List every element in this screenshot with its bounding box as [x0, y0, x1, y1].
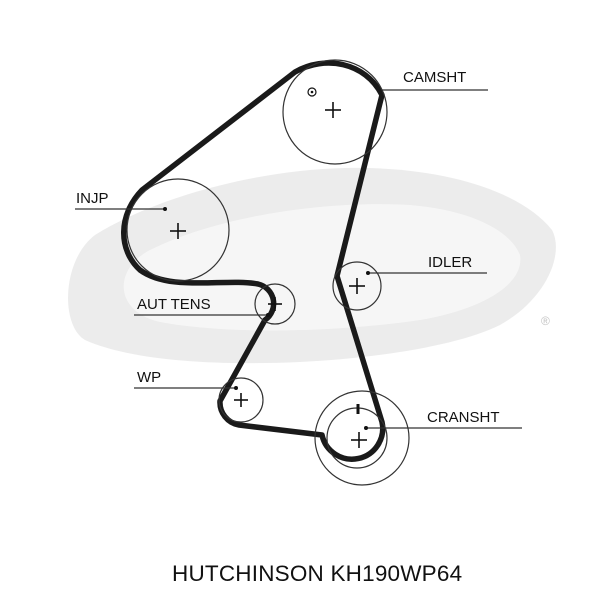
camsht-pulley-outline [282, 59, 388, 165]
gates-watermark-logo: ® [68, 167, 556, 364]
injp-pulley-outline [126, 178, 230, 282]
wp-pulley-outline [218, 377, 264, 423]
cransht-outer-flange [314, 390, 410, 486]
cransht-pulley: CRANSHT [314, 390, 522, 486]
camsht-timing-mark [307, 87, 317, 97]
wp-pulley: WP [134, 369, 264, 423]
idler-pulley-outline [332, 261, 382, 311]
idler-label: IDLER [428, 254, 472, 271]
injp-pulley: INJP [75, 178, 230, 282]
cransht-label: CRANSHT [427, 409, 500, 426]
registered-mark: ® [541, 314, 550, 328]
brand-part-number: HUTCHINSON KH190WP64 [172, 561, 462, 586]
wp-label: WP [137, 369, 161, 386]
timing-belt [121, 60, 386, 462]
injp-label: INJP [76, 190, 109, 207]
aut-tens-pulley: AUT TENS [134, 283, 296, 325]
idler-pulley: IDLER [332, 254, 487, 311]
camsht-label: CAMSHT [403, 69, 466, 86]
camsht-pulley: CAMSHT [282, 59, 488, 165]
aut-tens-label: AUT TENS [137, 296, 211, 313]
aut-tens-pulley-outline [254, 283, 296, 325]
